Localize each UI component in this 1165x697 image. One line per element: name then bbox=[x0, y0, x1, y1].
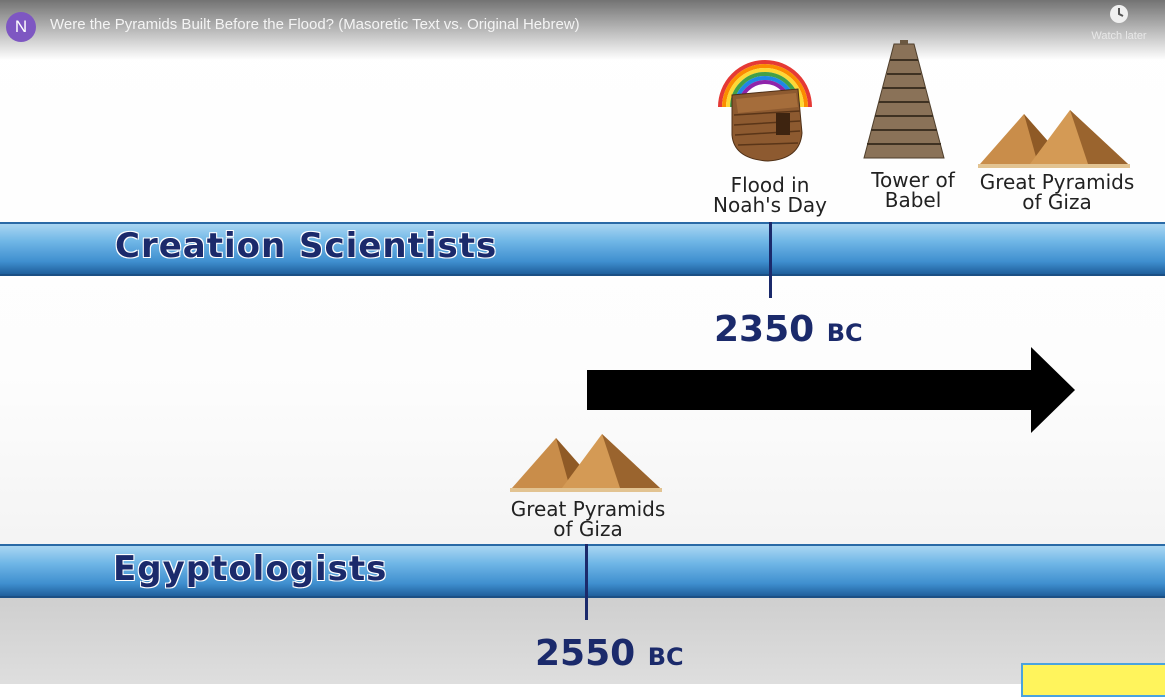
event-giza-bottom-caption: Great Pyramids of Giza bbox=[510, 497, 666, 541]
timeline-tick-bottom bbox=[585, 544, 588, 620]
event-flood-caption: Flood in Noah's Day bbox=[713, 173, 827, 217]
egyptologists-label: Egyptologists bbox=[113, 549, 388, 589]
bottom-grey-area bbox=[0, 598, 1165, 684]
ark-rainbow-icon bbox=[718, 60, 812, 162]
event-babel-caption: Tower of Babel bbox=[871, 168, 955, 212]
pyramids-icon bbox=[978, 110, 1130, 168]
creation-scientists-label: Creation Scientists bbox=[115, 226, 498, 266]
timeline-tick-top bbox=[769, 222, 772, 298]
watch-later-button[interactable]: Watch later bbox=[1082, 4, 1156, 42]
title-overlay bbox=[0, 0, 1165, 60]
clock-icon bbox=[1110, 5, 1128, 23]
year-label-bottom: 2550 BC bbox=[535, 633, 684, 674]
channel-avatar[interactable]: N bbox=[6, 12, 36, 42]
tower-icon bbox=[863, 40, 945, 159]
yellow-overlay-box bbox=[1021, 663, 1165, 697]
right-arrow-icon bbox=[587, 347, 1075, 433]
pyramids-icon bbox=[510, 434, 662, 492]
creation-scientists-band bbox=[0, 222, 1165, 276]
event-giza-top-caption: Great Pyramids of Giza bbox=[979, 170, 1135, 214]
year-label-top: 2350 BC bbox=[714, 309, 863, 350]
egyptologists-band bbox=[0, 544, 1165, 598]
video-title[interactable]: Were the Pyramids Built Before the Flood… bbox=[50, 16, 580, 33]
watch-later-label: Watch later bbox=[1091, 30, 1147, 42]
